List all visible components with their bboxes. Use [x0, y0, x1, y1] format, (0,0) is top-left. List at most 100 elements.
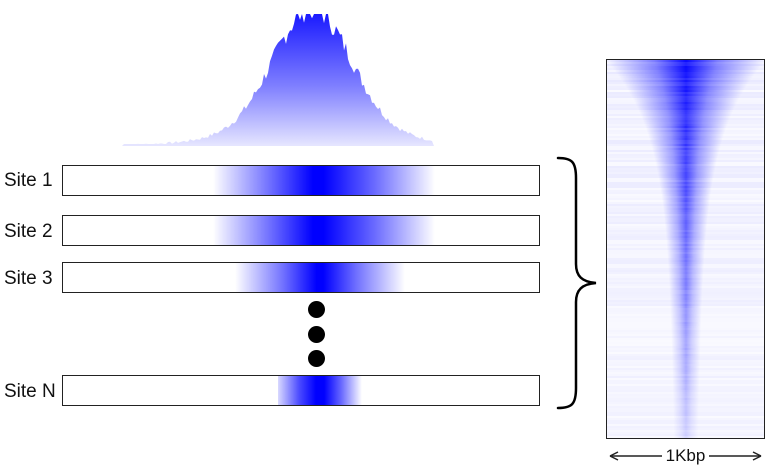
heatmap-row: [627, 88, 745, 90]
heatmap-row: [658, 176, 714, 178]
heatmap-row: [669, 300, 703, 302]
heatmap-row: [669, 294, 703, 296]
site-label-1: Site 1: [4, 170, 53, 191]
heatmap-row: [661, 194, 711, 196]
heatmap-row: [671, 332, 701, 334]
heatmap-row: [668, 270, 704, 272]
heatmap-row: [673, 414, 699, 416]
site-signal-1: [213, 166, 435, 195]
heatmap-row: [672, 400, 700, 402]
heatmap-row: [652, 148, 720, 150]
heatmap-row: [673, 410, 699, 412]
heatmap-row: [649, 140, 723, 142]
heatmap-row: [666, 242, 706, 244]
heatmap-row: [667, 260, 705, 262]
heatmap-row: [664, 220, 708, 222]
heatmap-row: [669, 292, 703, 294]
heatmap-row: [630, 94, 742, 96]
site-signal-3: [235, 263, 405, 292]
site-bar-n: [62, 375, 540, 406]
ellipsis-dot-2: [308, 326, 325, 343]
heatmap-row: [671, 342, 701, 344]
heatmap-row: [673, 402, 700, 404]
heatmap-row: [672, 368, 700, 370]
heatmap-row: [612, 68, 760, 70]
heatmap-row: [669, 296, 703, 298]
heatmap-row: [659, 184, 713, 186]
heatmap-row: [607, 60, 764, 62]
heatmap-row: [670, 316, 702, 318]
heatmap-row: [673, 420, 699, 422]
scale-bar-label: 1Kbp: [661, 446, 710, 465]
heatmap-row: [657, 174, 715, 176]
heatmap-row: [637, 108, 735, 110]
heatmap-row: [672, 378, 700, 380]
heatmap-row: [673, 434, 699, 436]
heatmap-row: [665, 226, 707, 228]
heatmap-row: [668, 268, 704, 270]
heatmap-row: [639, 112, 733, 114]
heatmap-row: [672, 380, 700, 382]
heatmap-row: [670, 304, 702, 306]
site-signal-2: [213, 216, 435, 245]
heatmap-row: [654, 156, 718, 158]
heatmap-row: [667, 256, 705, 258]
heatmap-row: [669, 298, 703, 300]
heatmap-row: [673, 436, 699, 438]
heatmap-row: [672, 390, 700, 392]
heatmap-row: [645, 128, 727, 130]
heatmap-row: [673, 424, 699, 426]
heatmap-row: [671, 348, 701, 350]
heatmap-row: [660, 186, 712, 188]
heatmap-row: [671, 340, 701, 342]
heatmap-row: [644, 124, 728, 126]
heatmap-row: [671, 352, 701, 354]
heatmap-row: [657, 172, 715, 174]
heatmap-row: [632, 98, 740, 100]
heatmap-row: [662, 206, 710, 208]
heatmap-row: [609, 64, 763, 66]
heatmap-row: [646, 130, 726, 132]
heatmap-row: [664, 216, 708, 218]
heatmap-row: [628, 90, 744, 92]
heatmap-row: [650, 142, 722, 144]
heatmap-row: [666, 246, 706, 248]
heatmap-row: [660, 190, 712, 192]
heatmap-row: [666, 240, 706, 242]
heatmap-row: [660, 188, 712, 190]
heatmap-row: [670, 314, 702, 316]
heatmap-row: [670, 328, 701, 330]
heatmap-row: [672, 370, 700, 372]
aggregate-signal-profile: [62, 14, 542, 146]
heatmap-row: [660, 192, 712, 194]
heatmap-row: [662, 204, 710, 206]
heatmap-row: [636, 106, 736, 108]
heatmap-row: [642, 118, 730, 120]
heatmap-row: [666, 238, 706, 240]
heatmap-row: [669, 284, 703, 286]
heatmap-row: [671, 344, 701, 346]
heatmap-row: [673, 418, 699, 420]
heatmap-row: [670, 318, 702, 320]
heatmap-row: [672, 394, 700, 396]
heatmap-row: [673, 406, 699, 408]
heatmap-row: [671, 356, 701, 358]
heatmap-row: [650, 144, 721, 146]
ellipsis-dot-3: [308, 350, 325, 367]
heatmap-row: [656, 168, 716, 170]
heatmap-row: [623, 82, 749, 84]
heatmap-row-bg: [607, 438, 765, 439]
heatmap-row: [671, 350, 701, 352]
heatmap-row: [668, 276, 704, 278]
heatmap-row: [673, 404, 699, 406]
heatmap-row: [668, 264, 704, 266]
heatmap-row: [667, 258, 705, 260]
heatmap-row: [673, 416, 699, 418]
heatmap-row: [668, 274, 704, 276]
heatmap-row: [671, 360, 700, 362]
heatmap-row: [671, 334, 701, 336]
heatmap-row: [651, 146, 721, 148]
heatmap-row: [665, 232, 707, 234]
heatmap-row: [629, 92, 743, 94]
heatmap-row: [672, 374, 700, 376]
